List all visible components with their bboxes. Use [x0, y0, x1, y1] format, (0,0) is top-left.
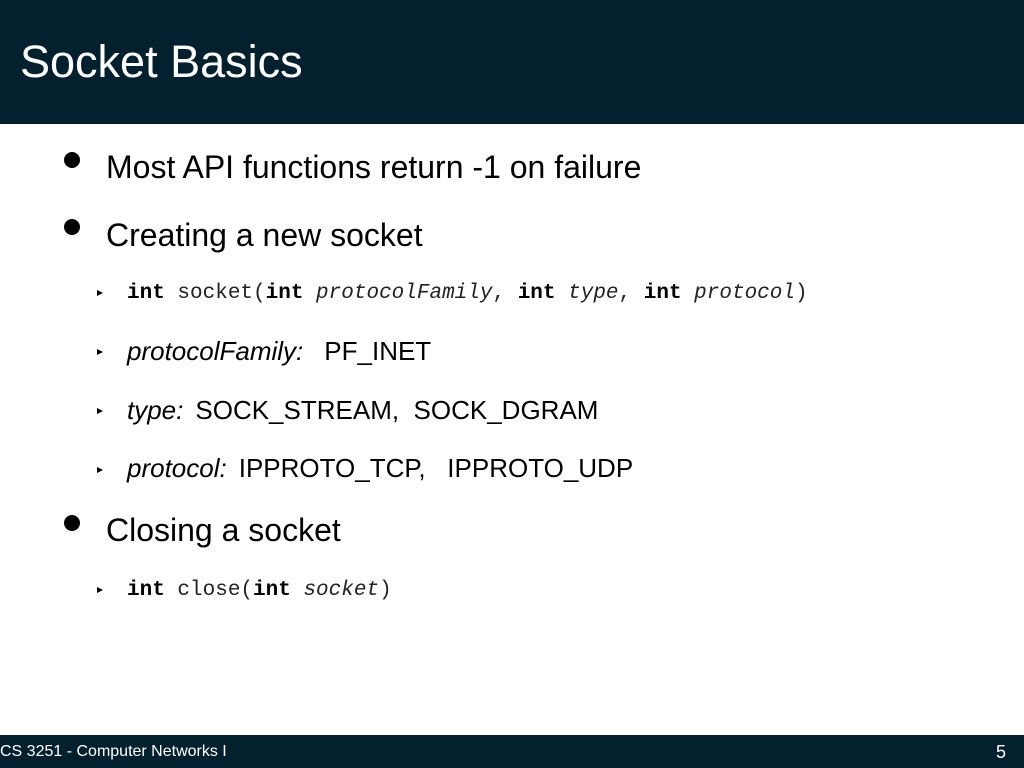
sub-bullet-marker — [97, 467, 103, 473]
code-keyword: int — [127, 282, 165, 305]
param-value: SOCK_STREAM, SOCK_DGRAM — [195, 395, 599, 425]
course-name: CS 3251 - Computer Networks I — [0, 743, 227, 760]
bullet-dot — [64, 219, 80, 235]
bullet-text-api-failure: Most API functions return -1 on failure — [106, 149, 642, 185]
bullet-text-closing-socket: Closing a socket — [106, 512, 341, 548]
socket-function-signature: int socket(int protocolFamily, int type,… — [127, 280, 808, 308]
code-parameter: socket — [290, 579, 380, 602]
code-close-paren: ) — [379, 579, 392, 602]
code-parameter: type — [555, 282, 619, 305]
code-keyword: int — [265, 282, 304, 305]
code-function-name: close( — [164, 579, 254, 602]
slide-title: Socket Basics — [20, 36, 303, 87]
param-protocol-family: protocolFamily: PF_INET — [127, 335, 431, 367]
code-keyword: int — [253, 579, 291, 602]
code-parameter: protocolFamily — [303, 282, 493, 305]
code-separator: , — [618, 282, 644, 305]
bullet-dot — [64, 152, 80, 168]
sub-bullet-marker — [97, 408, 103, 414]
code-keyword: int — [643, 282, 682, 305]
code-function-name: socket( — [164, 282, 266, 305]
code-close-paren: ) — [794, 282, 808, 305]
param-type: type: SOCK_STREAM, SOCK_DGRAM — [127, 394, 598, 426]
slide-footer: CS 3251 - Computer Networks I 5 — [0, 735, 1024, 768]
code-separator: , — [492, 282, 518, 305]
param-value: IPPROTO_TCP, IPPROTO_UDP — [238, 453, 634, 483]
sub-bullet-marker — [97, 349, 103, 355]
param-label: protocolFamily: — [127, 336, 304, 366]
code-parameter: protocol — [681, 282, 795, 305]
bullet-dot — [64, 515, 80, 531]
page-number: 5 — [996, 742, 1007, 762]
bullet-text-creating-socket: Creating a new socket — [106, 217, 423, 253]
param-label: protocol: — [127, 453, 227, 483]
slide-header: Socket Basics — [0, 0, 1024, 124]
sub-bullet-marker — [97, 290, 103, 296]
close-function-signature: int close(int socket) — [127, 577, 392, 605]
param-protocol: protocol: IPPROTO_TCP, IPPROTO_UDP — [127, 452, 633, 484]
code-keyword: int — [127, 579, 165, 602]
code-keyword: int — [517, 282, 556, 305]
param-value: PF_INET — [324, 336, 432, 366]
param-label: type: — [127, 395, 184, 425]
sub-bullet-marker — [97, 587, 103, 593]
